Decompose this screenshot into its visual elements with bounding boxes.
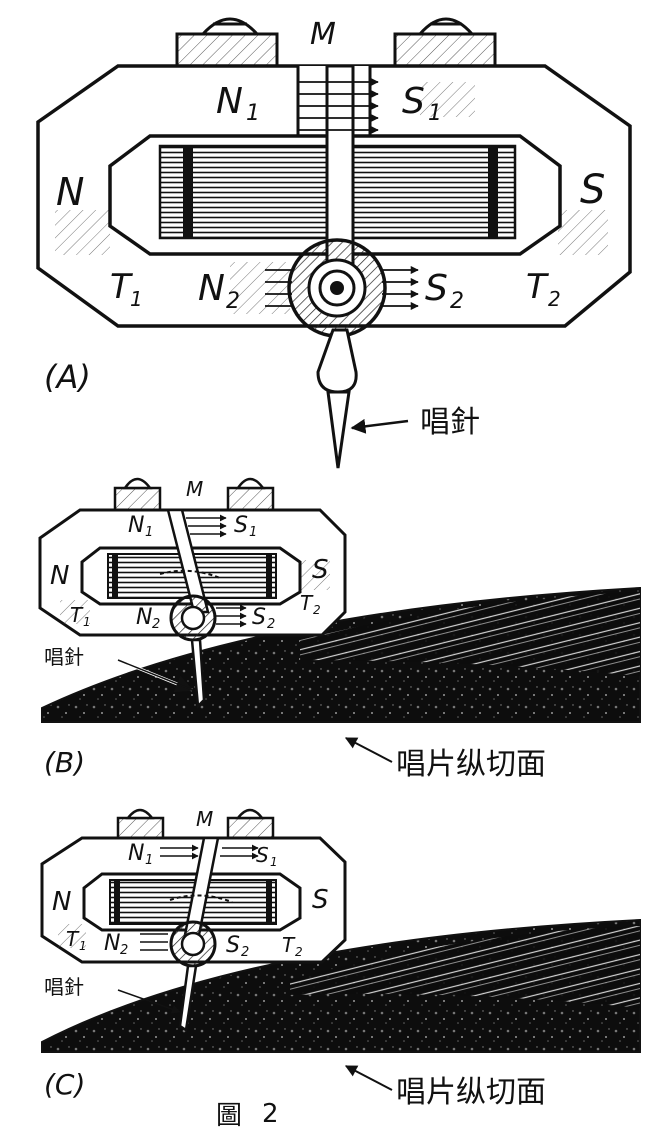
stylus	[178, 964, 198, 1033]
stylus	[190, 638, 206, 709]
record-grooves	[290, 926, 640, 1008]
armature-label: M	[186, 477, 203, 501]
t2-label: T	[282, 933, 296, 957]
panel-b-tag: (B)	[44, 746, 85, 779]
upper-left-label: N	[216, 81, 243, 122]
lower-n-label: N	[136, 605, 152, 630]
t1-sub: 1	[83, 615, 91, 629]
lower-n-sub: 2	[152, 617, 160, 632]
record-label: 唱片纵切面	[396, 1075, 546, 1110]
screw-right	[226, 816, 275, 840]
pole-left-label: N	[52, 887, 71, 917]
figure-caption-number: 2	[262, 1099, 279, 1129]
needle-label: 唱針	[44, 645, 84, 669]
flux-lines-coil	[159, 569, 221, 579]
screw-left	[175, 17, 279, 70]
pole-right-label: S	[580, 167, 605, 213]
record-arrow	[344, 737, 393, 763]
t1-sub: 1	[79, 939, 87, 953]
record-arrow	[344, 1065, 393, 1091]
lower-s-label: S	[226, 933, 240, 958]
panel-a: M N S N 1 S 1 T 1 N 2 S 2 T 2 (A) 唱針	[36, 17, 632, 469]
screw-left	[116, 816, 165, 840]
stylus	[316, 328, 358, 394]
panel-a-tag: (A)	[44, 358, 91, 396]
upper-right-sub: 1	[249, 525, 257, 540]
screw-right	[393, 17, 497, 70]
lower-n-label: N	[104, 931, 120, 956]
flux-arrows-lower	[140, 933, 168, 951]
upper-right-sub: 1	[428, 101, 442, 126]
t2-sub: 2	[313, 603, 321, 617]
needle-label: 唱針	[420, 405, 480, 440]
upper-right-sub: 1	[270, 855, 278, 869]
screw-left	[113, 486, 162, 512]
coil-end-left	[183, 146, 193, 238]
upper-left-sub: 1	[246, 101, 260, 126]
figure-caption-char: 圖	[216, 1101, 242, 1131]
lower-n-sub: 2	[120, 943, 128, 958]
t2-sub: 2	[295, 945, 303, 959]
lower-s-sub: 2	[450, 289, 464, 314]
t1-label: T	[110, 267, 133, 307]
armature-label: M	[310, 17, 336, 52]
lower-n-sub: 2	[226, 289, 240, 314]
armature-label: M	[196, 807, 213, 831]
upper-right-label: S	[256, 843, 269, 867]
upper-left-label: N	[128, 841, 144, 866]
pole-left-label: N	[50, 561, 69, 591]
lower-s-sub: 2	[267, 617, 275, 632]
needle-arrow	[350, 418, 409, 434]
pole-right-label: S	[312, 885, 329, 915]
lower-n-label: N	[198, 268, 225, 309]
flux-arrows-lower	[216, 604, 247, 628]
panel-c-tag: (C)	[44, 1068, 85, 1101]
lower-s-label: S	[252, 605, 266, 630]
needle-arrow	[117, 989, 181, 1014]
t2-label: T	[300, 591, 314, 615]
hatch-patch	[420, 82, 475, 117]
flux-arrows-upper	[186, 514, 227, 538]
hatch-patch	[55, 210, 110, 255]
lower-s-label: S	[425, 268, 448, 309]
hatch-patch	[558, 210, 608, 255]
t1-label: T	[66, 927, 80, 951]
lower-s-sub: 2	[241, 945, 249, 960]
stylus-tip	[326, 390, 351, 469]
flux-arrows-upper	[298, 77, 379, 135]
t1-label: T	[70, 603, 84, 627]
coil-end-right	[488, 146, 498, 238]
panel-c: M N 1 S 1 N S T 1 N 2 S 2 T 2 唱針 (C) 唱片纵…	[40, 807, 641, 1110]
flux-arrows-lower	[265, 265, 419, 311]
record-grooves	[300, 592, 640, 676]
record-label: 唱片纵切面	[396, 747, 546, 782]
t2-sub: 2	[548, 287, 561, 311]
panel-b: M N 1 S 1 N S T 1 N 2 S 2 T 2 唱針 (B) 唱片纵…	[38, 477, 641, 782]
rotor	[287, 238, 387, 338]
flux-arrows-upper	[160, 844, 259, 860]
needle-label: 唱針	[44, 975, 84, 999]
upper-left-sub: 1	[145, 853, 153, 868]
flux-lines-coil	[169, 894, 233, 903]
upper-left-sub: 1	[145, 525, 153, 540]
upper-right-label: S	[402, 81, 425, 122]
upper-right-label: S	[234, 513, 248, 538]
pole-left-label: N	[56, 170, 84, 214]
t1-sub: 1	[130, 287, 143, 311]
upper-left-label: N	[128, 513, 144, 538]
pole-right-label: S	[312, 555, 329, 585]
screw-right	[226, 486, 275, 512]
t2-label: T	[526, 267, 549, 307]
